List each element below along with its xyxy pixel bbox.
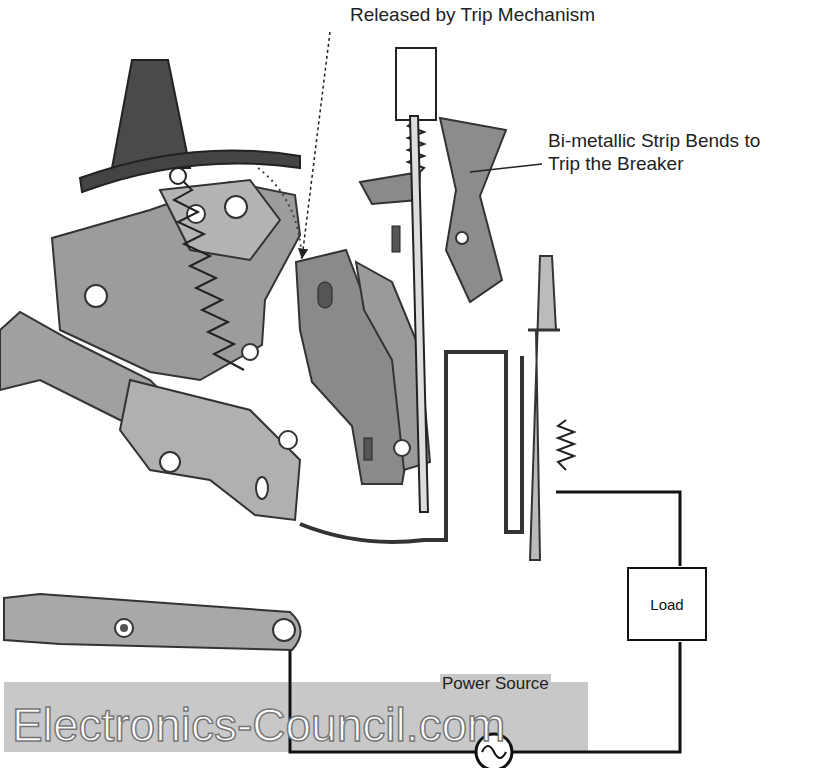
trip-lever [296, 226, 430, 484]
source-label: Power Source [440, 674, 551, 694]
operating-handle [80, 60, 300, 192]
contact-spring [558, 420, 574, 470]
callout-text: Released by Trip Mechanism [350, 4, 595, 27]
fixed-contact [530, 256, 556, 560]
motion-path [258, 168, 302, 262]
leader-line [302, 32, 330, 258]
conductor [300, 352, 522, 542]
mechanism-plate [52, 180, 300, 380]
bimetal-strip [410, 116, 428, 512]
load-box: Load [627, 567, 707, 641]
callout-text: Bi-metallic Strip Bends to Trip the Brea… [548, 130, 776, 176]
box-label: Load [650, 596, 683, 613]
operating-spring [174, 178, 244, 370]
leader-line [470, 164, 542, 172]
trip-latch [440, 118, 506, 302]
magnet-block [396, 48, 436, 120]
watermark: Electronics-Council.com [12, 698, 505, 753]
contact-arm [4, 594, 301, 650]
